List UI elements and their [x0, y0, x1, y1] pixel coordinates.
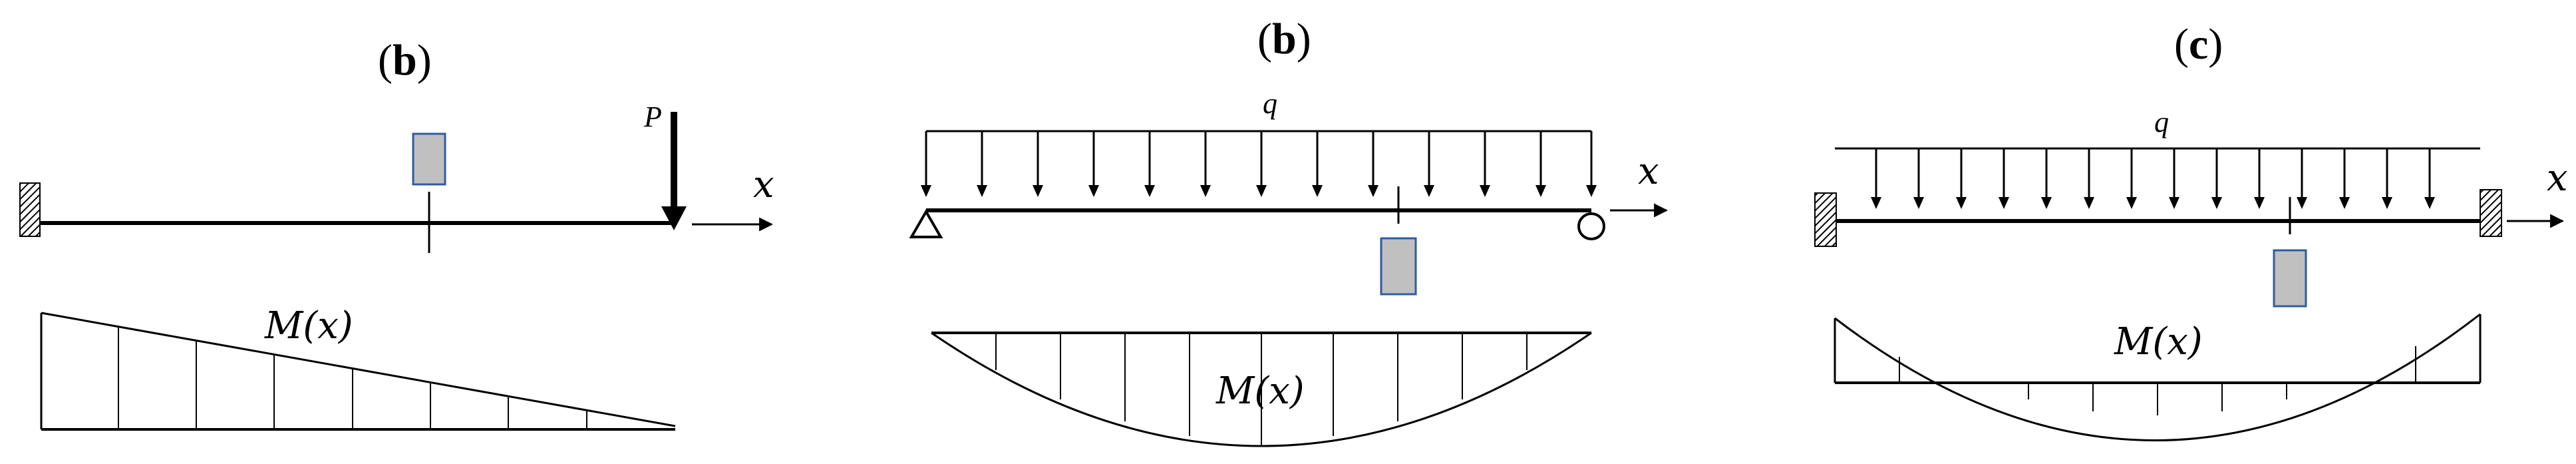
moment-label: M(x) — [264, 304, 353, 348]
panel-a: (b) P x M(x) — [19, 36, 774, 431]
moment-line — [41, 312, 676, 427]
x-axis-symbol: x — [1638, 150, 1659, 193]
panel-b: (b) q — [909, 15, 1669, 447]
fixed-support-right-icon — [2480, 189, 2502, 237]
moment-hatching — [1899, 346, 2416, 415]
element-marker — [412, 132, 446, 186]
load-symbol-q: q — [2154, 106, 2169, 138]
element-marker — [2273, 249, 2307, 308]
moment-hatching — [118, 327, 587, 429]
distributed-load-arrows — [1875, 148, 2431, 200]
x-axis-symbol: x — [2547, 156, 2568, 200]
moment-hatching — [995, 333, 1528, 446]
moment-curve — [1834, 313, 2481, 441]
moment-label: M(x) — [2114, 320, 2203, 363]
panel-c: (c) q — [1814, 20, 2568, 441]
moment-label: M(x) — [1215, 369, 1305, 413]
fixed-support-icon — [19, 182, 41, 237]
panel-a-label: (b) — [378, 36, 432, 85]
point-load-arrowhead — [661, 206, 687, 230]
pin-support-icon — [909, 209, 943, 238]
distributed-load-arrowheads — [1871, 197, 2435, 209]
roller-support-icon — [1577, 212, 1605, 240]
load-symbol-q: q — [1263, 87, 1277, 120]
distributed-load-arrows — [925, 131, 1593, 188]
fixed-support-left-icon — [1814, 192, 1837, 247]
distributed-load-arrowheads — [921, 185, 1597, 197]
panel-b-label: (b) — [1257, 15, 1311, 63]
load-symbol-P: P — [643, 101, 662, 133]
element-marker — [1380, 237, 1417, 296]
panel-c-label: (c) — [2174, 20, 2223, 69]
x-axis-symbol: x — [753, 163, 774, 206]
